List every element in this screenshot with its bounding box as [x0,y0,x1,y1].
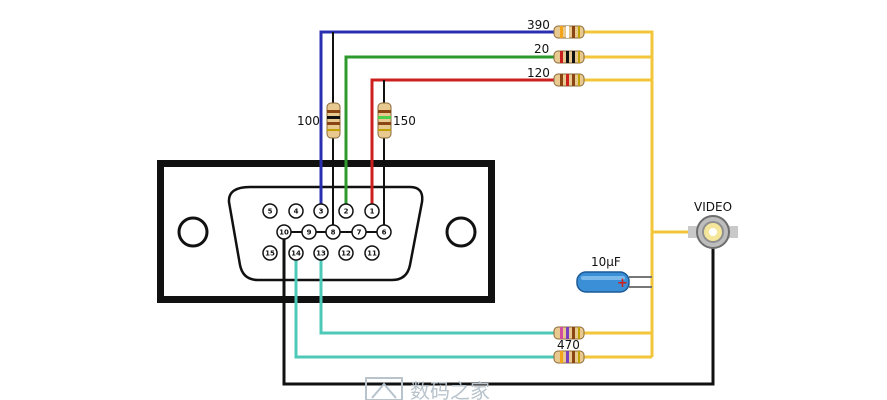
resistor-20 [553,50,585,64]
pin-13: 13 [313,245,329,261]
label-resistor-20: 20 [534,42,549,56]
pin-1: 1 [364,203,380,219]
pin-9: 9 [301,224,317,240]
label-resistor-390: 390 [527,18,550,32]
pin-14: 14 [288,245,304,261]
label-resistor-100: 100 [297,114,320,128]
svg-text:7: 7 [357,229,362,237]
pin-2: 2 [338,203,354,219]
svg-text:5: 5 [268,208,273,216]
wire-red [370,78,558,211]
label-video: VIDEO [694,200,732,214]
wire-green [344,55,558,211]
svg-text:14: 14 [291,250,301,258]
mount-hole-right [445,216,477,248]
pin-6: 6 [376,224,392,240]
label-resistor-470: 470 [557,338,580,352]
wire-yellow-1 [584,30,654,357]
pin-7: 7 [351,224,367,240]
resistor-470-a [553,326,585,340]
wire-black-ground [282,232,715,386]
pin-11: 11 [364,245,380,261]
watermark: 数码之家 [365,377,490,400]
svg-text:1: 1 [370,208,375,216]
svg-text:6: 6 [382,229,387,237]
svg-text:8: 8 [331,229,336,237]
video-jack [688,215,738,249]
wire-blue [319,30,558,211]
svg-text:12: 12 [341,250,351,258]
wire-cyan-13 [319,253,558,335]
label-capacitor: 10μF [591,255,621,269]
pin-5: 5 [262,203,278,219]
resistor-100 [326,102,341,139]
svg-text:2: 2 [344,208,349,216]
svg-text:15: 15 [265,250,275,258]
capacitor-10uf [576,271,630,293]
svg-text:3: 3 [319,208,324,216]
resistor-390 [553,25,585,39]
resistor-120 [553,73,585,87]
svg-text:10: 10 [279,229,289,237]
label-resistor-150: 150 [393,114,416,128]
svg-text:13: 13 [316,250,326,258]
pin-8: 8 [325,224,341,240]
label-resistor-120: 120 [527,66,550,80]
svg-text:11: 11 [367,250,377,258]
pin-4: 4 [288,203,304,219]
resistor-470-b [553,350,585,364]
resistor-150 [377,102,392,139]
pin-12: 12 [338,245,354,261]
mount-hole-left [177,216,209,248]
pin-3: 3 [313,203,329,219]
pin-15: 15 [262,245,278,261]
wire-cyan-14 [294,253,558,359]
pin-10: 10 [276,224,292,240]
svg-text:4: 4 [294,208,299,216]
watermark-text: 数码之家 [410,379,490,400]
svg-text:9: 9 [307,229,312,237]
capacitor-polarity-mark: + [617,276,628,291]
